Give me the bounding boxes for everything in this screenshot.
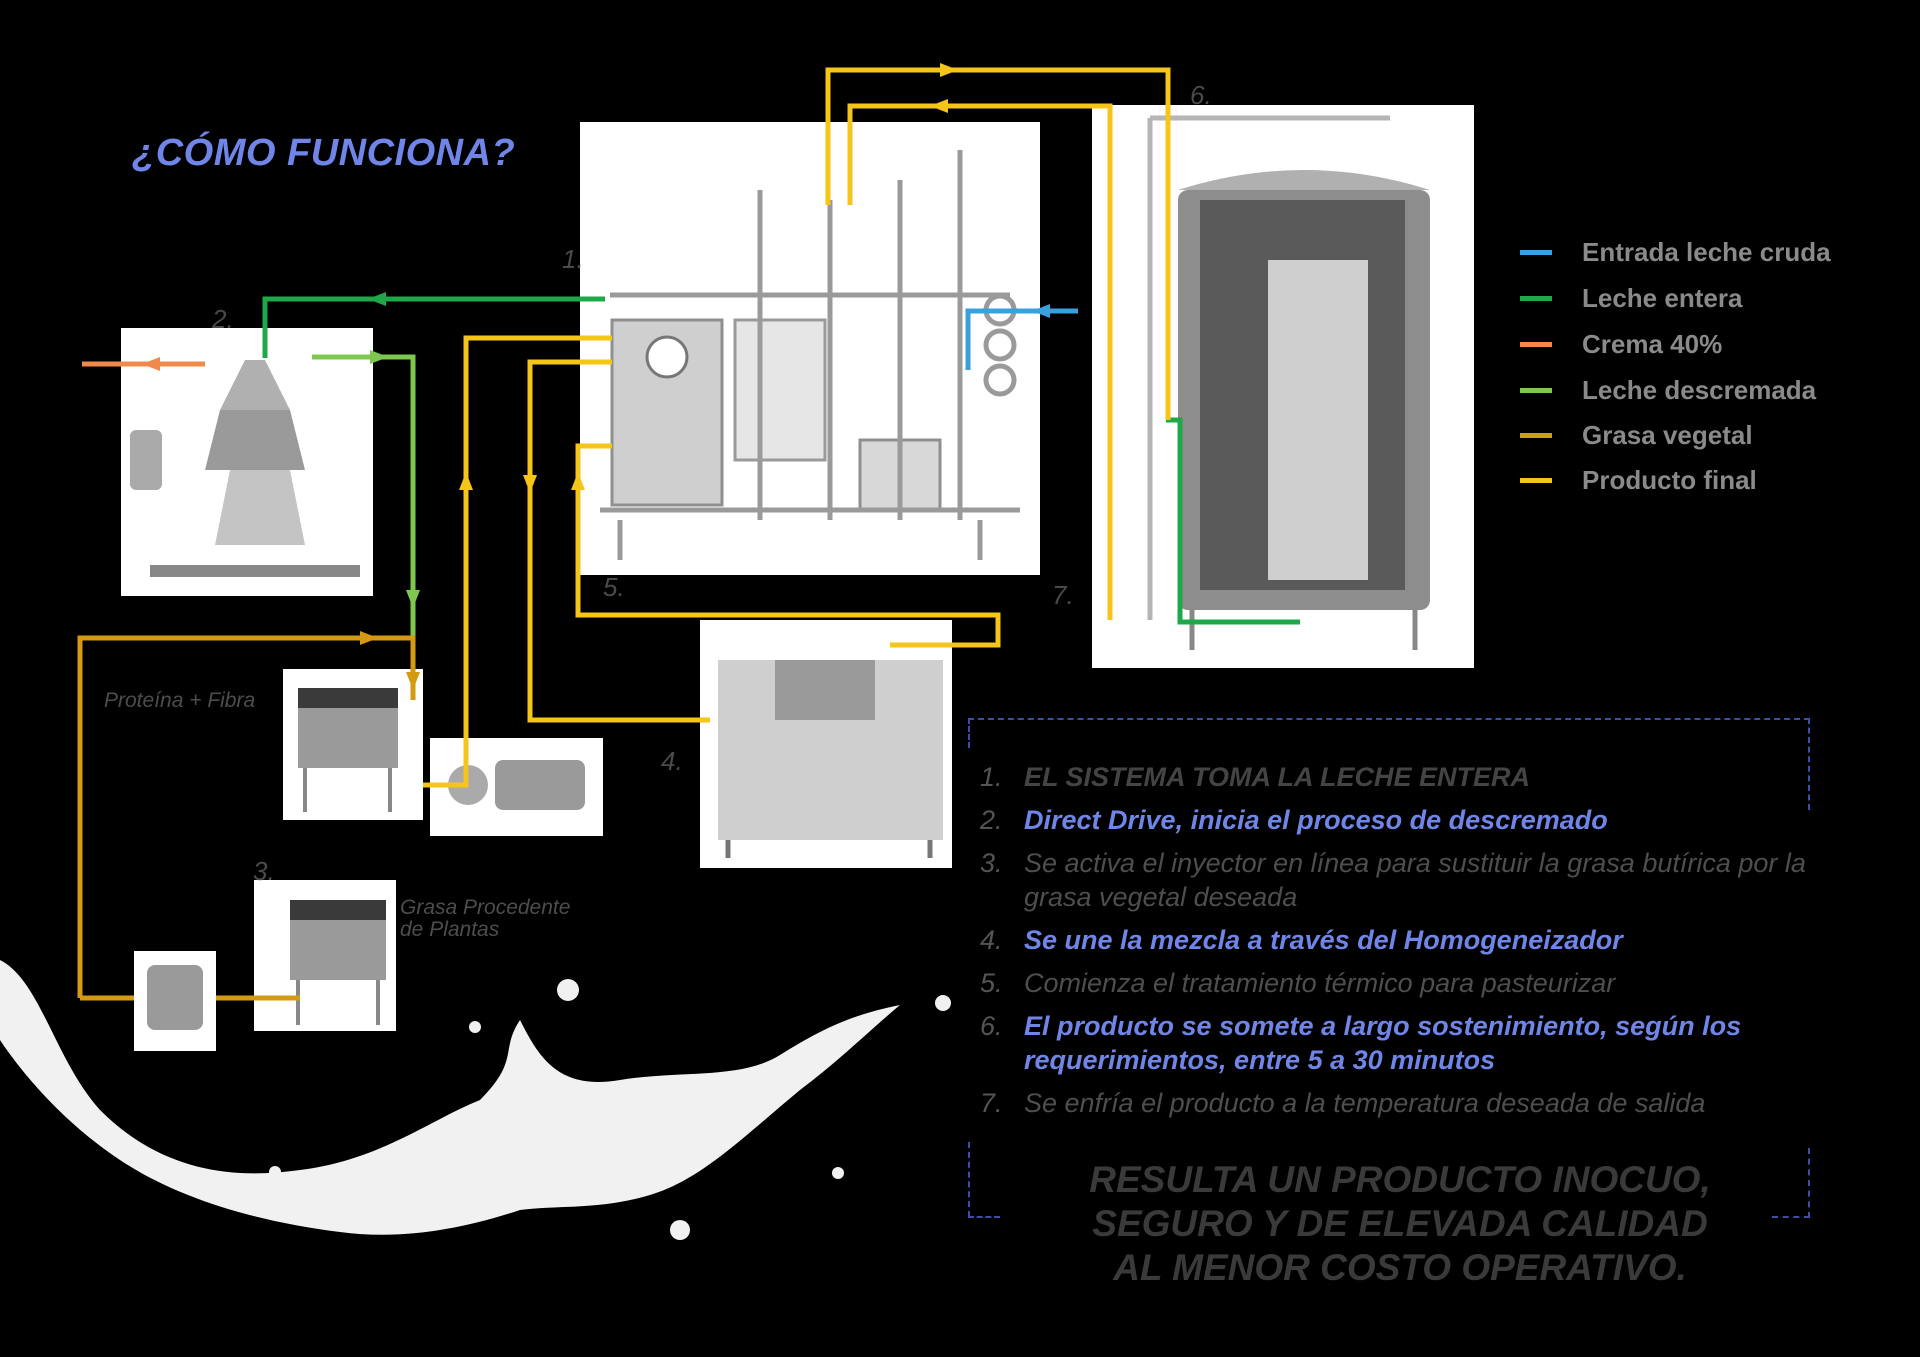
legend-swatch — [1520, 432, 1552, 438]
equipment-number-2: 2. — [212, 304, 234, 334]
pipe-final-3 — [575, 443, 1001, 648]
steps-frame-right-bottom — [1808, 1148, 1810, 1218]
steps-frame-left-bottom — [968, 1142, 970, 1217]
step-text: Se activa el inyector en línea para sust… — [1024, 848, 1806, 912]
protein-fiber-label: Proteína + Fibra — [104, 689, 256, 712]
steps-frame-left — [968, 718, 970, 748]
conclusion-line-2: SEGURO Y DE ELEVADA CALIDAD — [1092, 1203, 1708, 1244]
legend-item-skim-milk: Leche descremada — [1520, 367, 1816, 413]
legend-swatch — [1520, 477, 1552, 483]
step-text: EL SISTEMA TOMA LA LECHE ENTERA — [1024, 762, 1531, 792]
legend-swatch — [1520, 249, 1552, 255]
pipe-final-2 — [527, 359, 710, 723]
legend-swatch — [1520, 295, 1552, 301]
plant-fat-label-line-2: de Plantas — [400, 918, 500, 941]
conclusion-line-3: AL MENOR COSTO OPERATIVO. — [1113, 1247, 1687, 1288]
pasteurizer-drawing — [600, 150, 1020, 560]
steps-frame-bottom-left — [968, 1216, 1000, 1218]
pipe-skim-milk — [312, 354, 416, 667]
pump-drawing — [448, 760, 585, 810]
step-2: 2. Direct Drive, inicia el proceso de des… — [980, 803, 1880, 837]
protein-tank-drawing — [298, 688, 398, 812]
conclusion: RESULTA UN PRODUCTO INOCUO, SEGURO Y DE … — [1000, 1158, 1800, 1290]
step-number: 7. — [980, 1088, 1003, 1118]
step-number: 1. — [980, 762, 1003, 792]
legend-item-cream: Crema 40% — [1520, 321, 1722, 367]
process-steps: 1. EL SISTEMA TOMA LA LECHE ENTERA 2. Dire… — [980, 760, 1880, 1129]
fat-tank-drawing — [290, 900, 386, 1025]
equipment-number-5: 5. — [603, 572, 625, 602]
step-5: 5. Comienza el tratamiento térmico para p… — [980, 966, 1880, 1000]
step-4: 4. Se une la mezcla a través del Homogene… — [980, 923, 1880, 957]
equipment-number-1: 1. — [562, 244, 584, 274]
pipe-whole-milk-tank — [1166, 417, 1300, 625]
step-number: 5. — [980, 968, 1003, 998]
injector-drawing — [147, 965, 203, 1030]
step-6: 6. El producto se somete a largo sostenim… — [980, 1009, 1880, 1077]
pipe-final-5 — [847, 103, 1113, 620]
legend-label: Leche descremada — [1582, 374, 1817, 405]
legend-item-whole-milk: Leche entera — [1520, 275, 1742, 321]
equipment-number-3: 3. — [253, 856, 275, 886]
step-text: Comienza el tratamiento térmico para pas… — [1024, 968, 1616, 998]
legend-item-vegetable-fat: Grasa vegetal — [1520, 412, 1753, 458]
plant-fat-label-line-1: Grasa Procedente — [400, 896, 571, 919]
steps-frame-right — [1808, 718, 1810, 810]
step-text: Direct Drive, inicia el proceso de descr… — [1024, 805, 1608, 835]
legend-label: Entrada leche cruda — [1582, 236, 1831, 267]
step-number: 2. — [980, 805, 1003, 835]
legend-label: Producto final — [1582, 464, 1757, 495]
step-3: 3. Se activa el inyector en línea para su… — [980, 846, 1880, 914]
step-7: 7. Se enfría el producto a la temperatura… — [980, 1086, 1880, 1120]
steps-frame-bottom-right — [1772, 1216, 1810, 1218]
legend-item-final-product: Producto final — [1520, 457, 1757, 503]
pipe-final-1 — [423, 335, 612, 788]
legend-swatch — [1520, 341, 1552, 347]
pipe-vegetable-fat — [77, 635, 416, 998]
step-1: 1. EL SISTEMA TOMA LA LECHE ENTERA — [980, 760, 1880, 794]
pipe-final-4 — [825, 67, 1171, 420]
homogenizer-drawing — [718, 660, 943, 858]
pipe-whole-milk — [262, 296, 605, 358]
step-text: Se enfría el producto a la temperatura d… — [1024, 1088, 1706, 1118]
legend-swatch — [1520, 387, 1552, 393]
legend-item-raw-milk: Entrada leche cruda — [1520, 229, 1831, 275]
legend-label: Leche entera — [1582, 282, 1743, 313]
step-number: 3. — [980, 848, 1003, 878]
step-number: 4. — [980, 925, 1003, 955]
equipment-number-4: 4. — [661, 746, 683, 776]
legend-label: Crema 40% — [1582, 328, 1723, 359]
page-title: ¿CÓMO FUNCIONA? — [132, 132, 516, 174]
equipment-number-7: 7. — [1052, 580, 1074, 610]
holding-tank-drawing — [1147, 115, 1430, 650]
steps-frame-top — [968, 718, 1810, 720]
legend-label: Grasa vegetal — [1582, 419, 1753, 450]
step-text: Se une la mezcla a través del Homogeneiz… — [1024, 925, 1623, 955]
plant-fat-label: Grasa Procedente de Plantas — [400, 897, 570, 941]
conclusion-line-1: RESULTA UN PRODUCTO INOCUO, — [1089, 1159, 1711, 1200]
step-number: 6. — [980, 1011, 1003, 1041]
separator-drawing — [130, 360, 360, 577]
step-text: El producto se somete a largo sostenimie… — [1024, 1011, 1742, 1075]
equipment-number-6: 6. — [1190, 80, 1212, 110]
flow-arrows — [142, 63, 1050, 690]
milk-splash — [0, 960, 951, 1240]
